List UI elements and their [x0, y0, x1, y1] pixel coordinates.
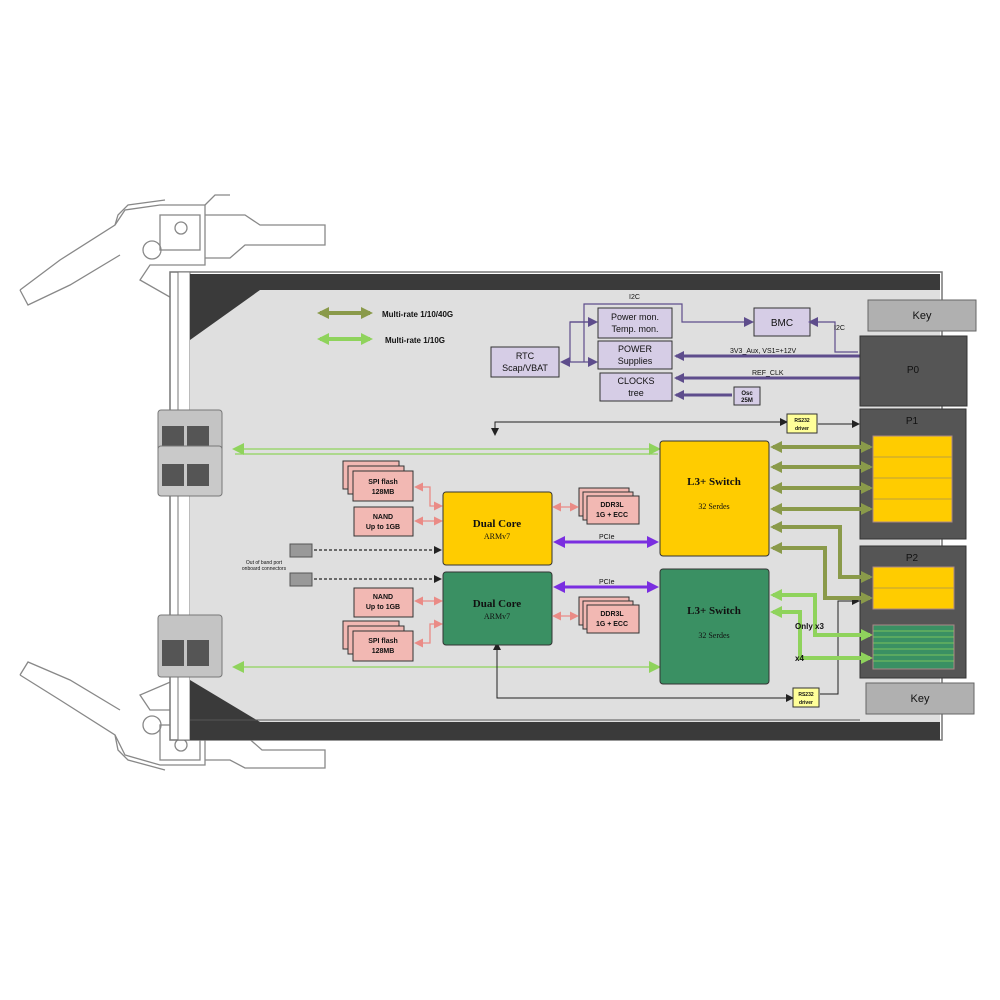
power-rail-label: 3V3_Aux, VS1=+12V [730, 348, 796, 355]
dual-core-top [442, 491, 553, 566]
svg-text:25M: 25M [741, 398, 753, 404]
svg-text:P0: P0 [907, 365, 920, 376]
svg-text:Up to 1GB: Up to 1GB [366, 524, 400, 531]
svg-text:BMC: BMC [771, 318, 793, 329]
svg-text:Power mon.: Power mon. [611, 312, 659, 322]
svg-text:128MB: 128MB [372, 648, 395, 655]
svg-text:P2: P2 [906, 553, 919, 564]
i2c-top-label: I2C [629, 294, 640, 301]
out-of-band-ports: Out of band port onboard connectors [242, 543, 442, 587]
x4-label: x4 [795, 654, 804, 663]
rs232-driver-top [786, 413, 818, 434]
svg-text:DDR3L: DDR3L [600, 611, 624, 618]
svg-text:tree: tree [628, 388, 644, 398]
bottom-cluster: NAND Up to 1GB SPI flash 128MB Dual Core… [342, 568, 770, 685]
svg-text:CLOCKS: CLOCKS [617, 376, 654, 386]
clocks-tree-block [599, 372, 673, 402]
svg-text:POWER: POWER [618, 344, 653, 354]
board-frame [169, 271, 943, 741]
ddr-bottom [586, 604, 640, 634]
spi-flash-bottom [352, 630, 414, 662]
svg-text:Dual Core: Dual Core [473, 598, 521, 610]
svg-text:SPI flash: SPI flash [368, 479, 398, 486]
fabric-links: Only x3 x4 [770, 441, 873, 664]
nand-bottom [353, 587, 414, 618]
top-ejector-handle [19, 194, 326, 306]
backplane-connectors: Key P0 P1 P2 Key [859, 299, 977, 715]
svg-text:ARMv7: ARMv7 [484, 612, 510, 621]
key-top [867, 299, 977, 332]
dual-core-bottom [442, 571, 553, 646]
bmc-block [753, 307, 811, 337]
rs232-driver-bottom [792, 687, 820, 708]
svg-text:Osc: Osc [741, 391, 753, 397]
legend-label-40g: Multi-rate 1/10/40G [382, 310, 453, 319]
svg-text:SPI flash: SPI flash [368, 638, 398, 645]
only-x3-label: Only x3 [795, 622, 824, 631]
oob-connector-bottom [289, 572, 313, 587]
sfp-cage-bottom [157, 614, 223, 678]
svg-text:L3+ Switch: L3+ Switch [687, 476, 741, 488]
svg-text:RS232: RS232 [798, 692, 814, 698]
ddr-top [586, 495, 640, 525]
rtc-block [490, 346, 560, 378]
svg-text:RTC: RTC [516, 351, 535, 361]
legend-label-10g: Multi-rate 1/10G [385, 336, 445, 345]
svg-text:1G + ECC: 1G + ECC [596, 512, 628, 519]
connector-p0 [859, 335, 968, 407]
nand-top [353, 506, 414, 537]
svg-text:NAND: NAND [373, 514, 393, 521]
l3-switch-bottom [659, 568, 770, 685]
svg-text:Temp. mon.: Temp. mon. [611, 324, 658, 334]
svg-text:L3+ Switch: L3+ Switch [687, 605, 741, 617]
svg-text:Scap/VBAT: Scap/VBAT [502, 363, 548, 373]
svg-text:Dual Core: Dual Core [473, 518, 521, 530]
key-bottom [865, 682, 975, 715]
svg-text:Out of band port: Out of band port [246, 560, 283, 566]
power-supplies-block [597, 340, 673, 370]
svg-text:1G + ECC: 1G + ECC [596, 621, 628, 628]
svg-text:NAND: NAND [373, 594, 393, 601]
svg-text:32 Serdes: 32 Serdes [698, 631, 729, 640]
pcie-top-label: PCIe [599, 534, 615, 541]
management-section: I2C Power mon. Temp. mon. BMC RTC Scap/V… [490, 294, 860, 406]
svg-text:Up to 1GB: Up to 1GB [366, 604, 400, 611]
osc-block [733, 386, 761, 406]
l3-switch-top [659, 440, 770, 557]
svg-text:Supplies: Supplies [618, 356, 653, 366]
svg-text:driver: driver [799, 700, 813, 706]
svg-text:ARMv7: ARMv7 [484, 532, 510, 541]
spi-flash-top [352, 470, 414, 502]
oob-connector-top [289, 543, 313, 558]
legend: Multi-rate 1/10/40G Multi-rate 1/10G [317, 307, 453, 345]
power-monitor-block [597, 307, 673, 339]
svg-text:DDR3L: DDR3L [600, 502, 624, 509]
svg-text:driver: driver [795, 426, 809, 432]
svg-text:128MB: 128MB [372, 489, 395, 496]
sfp-cage-top [157, 409, 223, 497]
i2c-right-label: I2C [834, 325, 845, 332]
top-cluster: SPI flash 128MB NAND Up to 1GB Dual Core… [342, 440, 770, 566]
svg-text:Key: Key [911, 693, 930, 705]
svg-text:P1: P1 [906, 416, 919, 427]
svg-text:RS232: RS232 [794, 418, 810, 424]
svg-text:onboard connectors: onboard connectors [242, 566, 287, 572]
ref-clk-label: REF_CLK [752, 370, 784, 377]
svg-text:32 Serdes: 32 Serdes [698, 502, 729, 511]
rs232-connections: RS232 driver RS232 driver [491, 413, 860, 708]
svg-text:Key: Key [913, 310, 932, 322]
pcie-bottom-label: PCIe [599, 579, 615, 586]
